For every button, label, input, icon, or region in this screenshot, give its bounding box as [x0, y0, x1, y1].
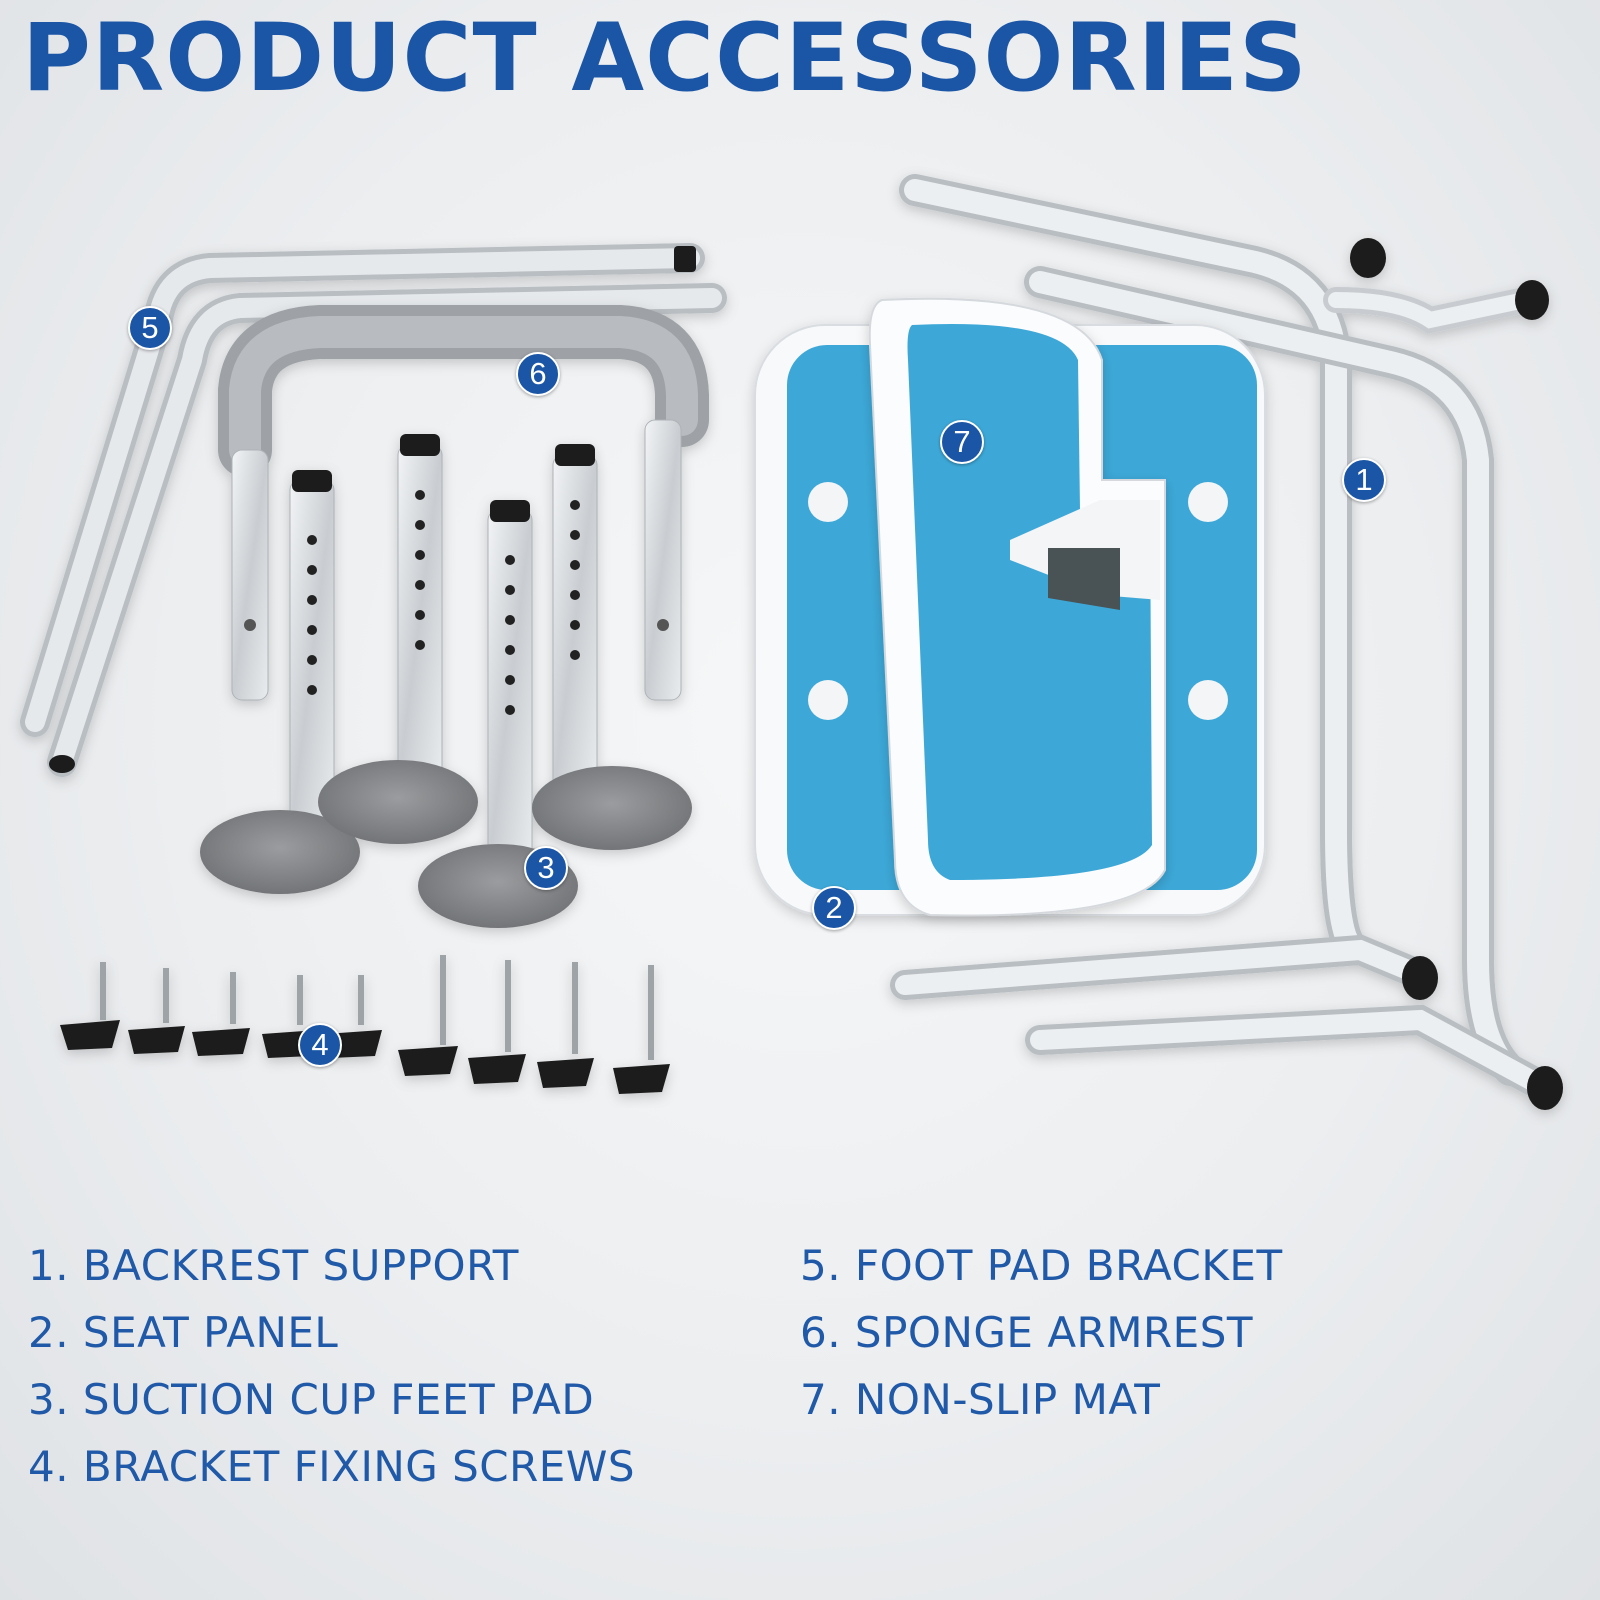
leg-1 — [200, 470, 360, 894]
backrest-support — [890, 174, 1563, 1110]
legend-left: 1. BACKREST SUPPORT 2. SEAT PANEL 3. SUC… — [28, 1232, 635, 1500]
legend-item-suction-cup-feet-pad: 3. SUCTION CUP FEET PAD — [28, 1375, 595, 1424]
sponge-armrest — [218, 305, 709, 701]
badge-backrest-support: 1 — [1342, 458, 1386, 502]
badge-seat-panel: 2 — [812, 886, 856, 930]
badge-sponge-armrest: 6 — [516, 352, 560, 396]
legend-item-non-slip-mat: 7. NON-SLIP MAT — [800, 1375, 1161, 1424]
legend-item-foot-pad-bracket: 5. FOOT PAD BRACKET — [800, 1241, 1283, 1290]
suction-cup-legs — [200, 434, 692, 928]
legend-item-bracket-fixing-screws: 4. BRACKET FIXING SCREWS — [28, 1442, 636, 1491]
legend-item-seat-panel: 2. SEAT PANEL — [28, 1308, 339, 1357]
leg-4 — [532, 444, 692, 850]
badge-foot-pad-bracket: 5 — [128, 306, 172, 350]
badge-suction-cup-feet-pad: 3 — [524, 846, 568, 890]
legend-item-sponge-armrest: 6. SPONGE ARMREST — [800, 1308, 1254, 1357]
legend-right: 5. FOOT PAD BRACKET 6. SPONGE ARMREST 7.… — [800, 1232, 1283, 1433]
badge-non-slip-mat: 7 — [940, 420, 984, 464]
bracket-fixing-screws — [60, 955, 670, 1094]
page-title: PRODUCT ACCESSORIES — [22, 4, 1308, 113]
legend-item-backrest-support: 1. BACKREST SUPPORT — [28, 1241, 519, 1290]
badge-bracket-fixing-screws: 4 — [298, 1023, 342, 1067]
leg-2 — [318, 434, 478, 844]
